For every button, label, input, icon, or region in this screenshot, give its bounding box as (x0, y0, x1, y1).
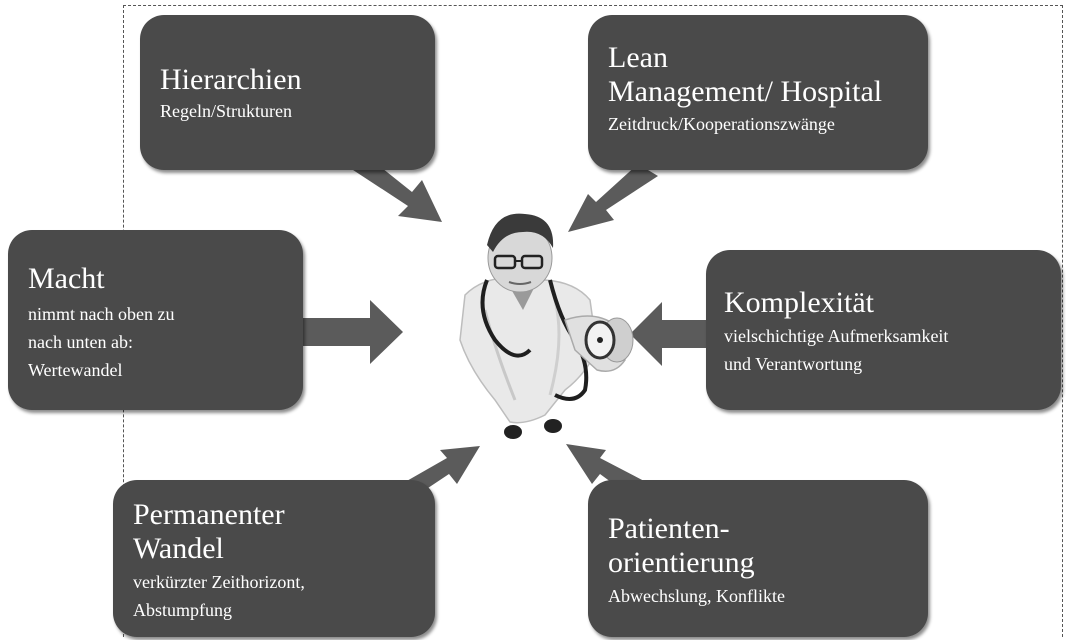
doctor-figure (459, 213, 634, 439)
box-subtitle-line-3: Wertewandel (28, 360, 123, 380)
box-title-line-1: Patienten- (608, 512, 730, 545)
box-subtitle-line-1: verkürzter Zeithorizont, (133, 572, 305, 592)
box-hierarchien: Hierarchien Regeln/Strukturen (140, 15, 435, 170)
arrow-from-macht (300, 300, 403, 364)
arrow-from-lean (568, 164, 658, 232)
box-lean-management: Lean Management/ Hospital Zeitdruck/Koop… (588, 15, 928, 170)
box-permanenter-wandel: Permanenter Wandel verkürzter Zeithorizo… (113, 480, 435, 637)
box-subtitle-line-2: Abstumpfung (133, 600, 232, 620)
box-title: Macht (28, 262, 105, 295)
box-title-line-2: Management/ Hospital (608, 75, 883, 108)
box-subtitle-line-1: nimmt nach oben zu (28, 304, 175, 324)
box-title-line-1: Permanenter (133, 498, 285, 531)
box-title-line-1: Lean (608, 41, 668, 74)
box-title-line-2: Wandel (133, 532, 224, 565)
box-komplexitaet: Komplexität vielschichtige Aufmerksamkei… (706, 250, 1061, 410)
box-title-line-2: orientierung (608, 546, 755, 579)
box-subtitle: Regeln/Strukturen (160, 101, 292, 121)
box-subtitle-line-2: nach unten ab: (28, 332, 133, 352)
box-title: Komplexität (724, 286, 874, 319)
box-title: Hierarchien (160, 63, 302, 96)
box-subtitle: Zeitdruck/Kooperationszwänge (608, 114, 835, 134)
arrow-from-komplexitaet (630, 302, 713, 366)
box-macht: Macht nimmt nach oben zu nach unten ab: … (8, 230, 303, 410)
box-patientenorientierung: Patienten- orientierung Abwechslung, Kon… (588, 480, 928, 637)
box-subtitle-line-2: und Verantwortung (724, 354, 863, 374)
arrow-from-hierarchien (350, 160, 442, 222)
box-subtitle: Abwechslung, Konflikte (608, 586, 785, 606)
box-subtitle-line-1: vielschichtige Aufmerksamkeit (724, 326, 949, 346)
